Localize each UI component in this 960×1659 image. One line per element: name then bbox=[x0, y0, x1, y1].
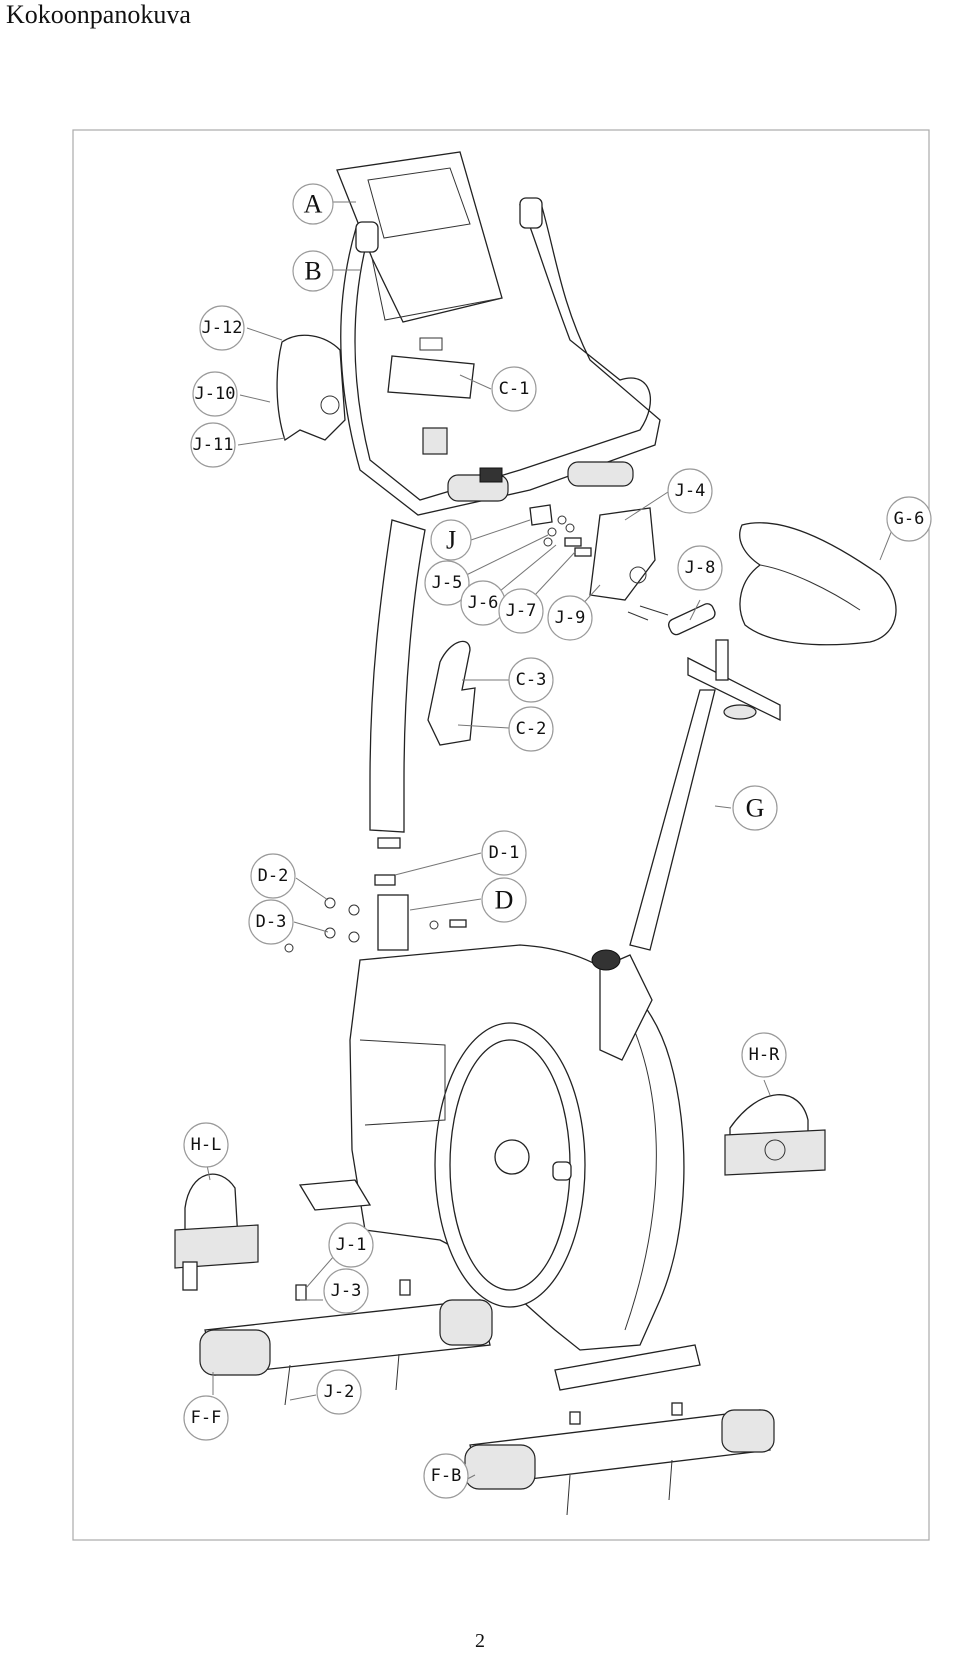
svg-text:J-2: J-2 bbox=[324, 1382, 355, 1402]
handlebar-cover-left-part bbox=[276, 334, 346, 442]
svg-text:B: B bbox=[304, 257, 321, 286]
svg-text:D-2: D-2 bbox=[258, 866, 289, 886]
svg-text:C-3: C-3 bbox=[516, 670, 547, 690]
callout-H-L: H-L bbox=[183, 1122, 229, 1168]
callout-J-9: J-9 bbox=[547, 595, 593, 641]
callout-H-R: H-R bbox=[741, 1032, 787, 1078]
callout-D-3: D-3 bbox=[248, 899, 294, 945]
pedal-right-part bbox=[724, 1094, 826, 1176]
svg-text:G: G bbox=[746, 794, 765, 823]
svg-text:J-12: J-12 bbox=[202, 318, 243, 338]
svg-text:A: A bbox=[304, 190, 323, 219]
svg-text:J-10: J-10 bbox=[195, 384, 236, 404]
seat-part bbox=[739, 522, 897, 646]
callout-J-5: J-5 bbox=[424, 560, 470, 606]
callout-J-6: J-6 bbox=[460, 580, 506, 626]
svg-text:C-2: C-2 bbox=[516, 719, 547, 739]
bottle-holder-part bbox=[427, 640, 476, 746]
page-number: 2 bbox=[475, 1630, 485, 1652]
callout-D-1: D-1 bbox=[481, 830, 527, 876]
callout-D: D bbox=[481, 877, 527, 923]
callout-A: A bbox=[292, 183, 334, 225]
handlebar-part bbox=[340, 197, 661, 516]
seat-post-part bbox=[629, 639, 781, 951]
svg-text:F-F: F-F bbox=[191, 1408, 222, 1428]
rear-stabilizer-part bbox=[464, 1402, 775, 1516]
main-frame-part bbox=[298, 944, 701, 1391]
console-bracket-part bbox=[387, 337, 475, 455]
callout-C-2: C-2 bbox=[508, 706, 554, 752]
svg-text:J-6: J-6 bbox=[468, 593, 499, 613]
svg-text:J-9: J-9 bbox=[555, 608, 586, 628]
callout-C-1: C-1 bbox=[491, 366, 537, 412]
diagram-frame bbox=[72, 129, 930, 1541]
callout-J-10: J-10 bbox=[192, 371, 238, 417]
svg-text:J-11: J-11 bbox=[193, 435, 234, 455]
callout-J-2: J-2 bbox=[316, 1369, 362, 1415]
svg-text:D-1: D-1 bbox=[489, 843, 520, 863]
callout-J: J bbox=[430, 519, 472, 561]
handlebar-cover-right-part bbox=[589, 507, 656, 601]
callout-J-4: J-4 bbox=[667, 468, 713, 514]
callout-G: G bbox=[732, 785, 778, 831]
callout-D-2: D-2 bbox=[250, 853, 296, 899]
svg-text:J-4: J-4 bbox=[675, 481, 706, 501]
svg-text:F-B: F-B bbox=[431, 1466, 462, 1486]
svg-text:C-1: C-1 bbox=[499, 379, 530, 399]
callout-F-F: F-F bbox=[183, 1395, 229, 1441]
callout-J-1: J-1 bbox=[328, 1222, 374, 1268]
callout-J-3: J-3 bbox=[323, 1268, 369, 1314]
callout-B: B bbox=[292, 250, 334, 292]
svg-text:H-L: H-L bbox=[191, 1135, 222, 1155]
svg-text:D: D bbox=[495, 886, 514, 915]
svg-text:J-1: J-1 bbox=[336, 1235, 367, 1255]
callout-J-11: J-11 bbox=[190, 422, 236, 468]
svg-text:J-8: J-8 bbox=[685, 558, 716, 578]
handlebar-hardware bbox=[529, 504, 592, 557]
base-frame-hardware bbox=[284, 874, 467, 953]
pedal-left-part bbox=[174, 1173, 259, 1291]
svg-text:G-6: G-6 bbox=[894, 509, 925, 529]
svg-text:J-7: J-7 bbox=[506, 601, 537, 621]
callout-J-12: J-12 bbox=[199, 305, 245, 351]
callout-J-7: J-7 bbox=[498, 588, 544, 634]
callout-C-3: C-3 bbox=[508, 657, 554, 703]
callout-G-6: G-6 bbox=[886, 496, 932, 542]
seat-adjust-knob-part bbox=[627, 603, 716, 636]
svg-text:J-5: J-5 bbox=[432, 573, 463, 593]
callout-F-B: F-B bbox=[423, 1453, 469, 1499]
svg-text:D-3: D-3 bbox=[256, 912, 287, 932]
front-stabilizer-part bbox=[199, 1279, 493, 1406]
callout-J-8: J-8 bbox=[677, 545, 723, 591]
upright-tube-part bbox=[369, 519, 426, 849]
svg-text:J: J bbox=[446, 526, 456, 555]
page-title: Kokoonpanokuva bbox=[6, 0, 191, 29]
svg-text:H-R: H-R bbox=[749, 1045, 780, 1065]
svg-text:J-3: J-3 bbox=[331, 1281, 362, 1301]
